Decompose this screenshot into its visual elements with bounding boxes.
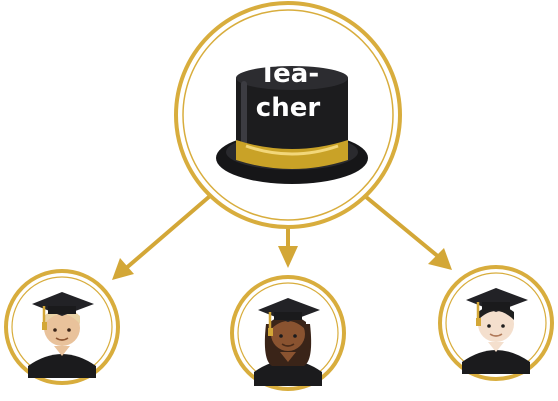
arrow-to-student-right <box>358 190 442 260</box>
teacher-label-line1: Tea- <box>259 59 319 89</box>
teacher-label-line2: cher <box>256 93 321 123</box>
teacher-ring-inner <box>182 9 394 221</box>
student-node-middle <box>230 275 346 391</box>
student-pale-skin-icon <box>462 288 530 374</box>
student-node-right <box>438 265 554 381</box>
arrowhead-left <box>112 258 134 280</box>
arrowhead-right <box>428 248 452 270</box>
student-dark-skin-icon <box>254 298 322 386</box>
student-node-left <box>4 269 120 385</box>
arrow-to-student-left <box>122 194 212 272</box>
top-hat-icon <box>216 66 368 184</box>
teacher-node: Tea- cher <box>174 1 402 229</box>
connector-arrows <box>112 190 452 280</box>
arrowhead-middle <box>278 246 298 268</box>
student-light-skin-icon <box>28 292 96 378</box>
